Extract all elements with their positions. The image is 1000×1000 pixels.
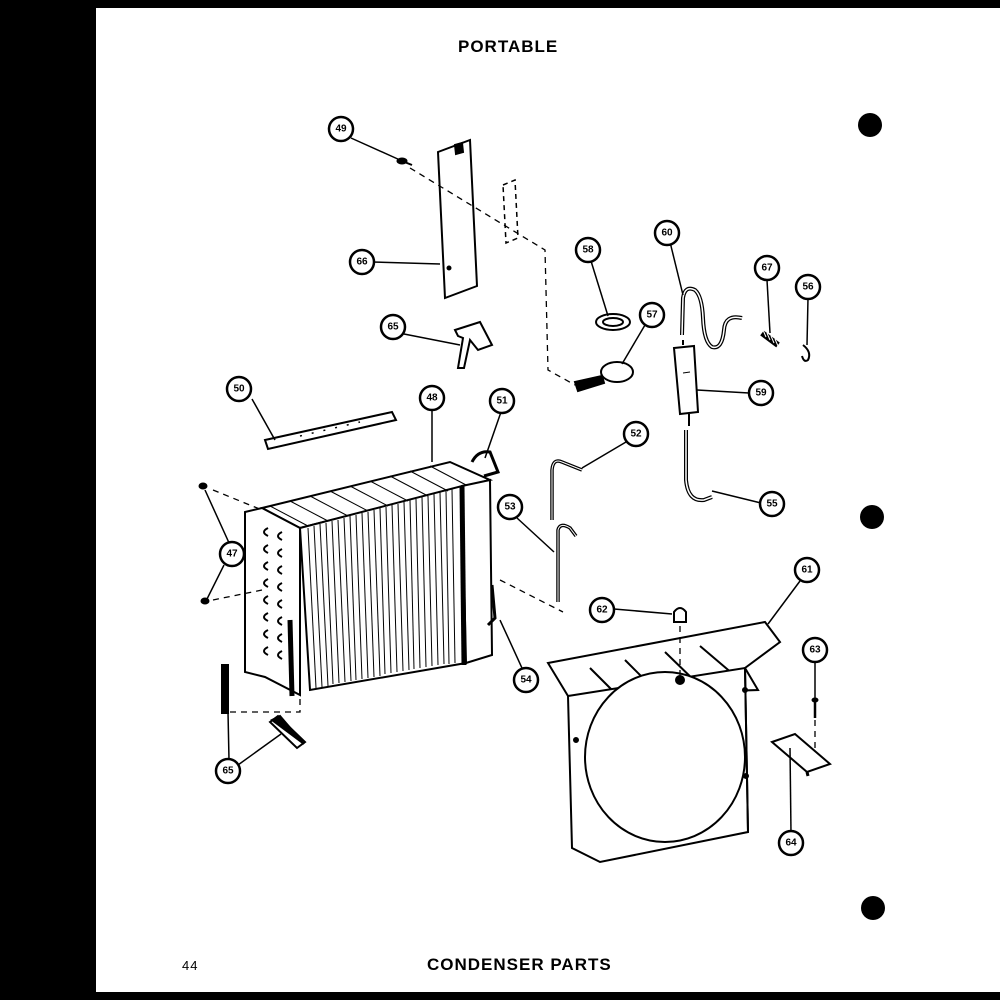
binder-hole <box>861 896 885 920</box>
callout-57: 57 <box>638 301 666 329</box>
alignment-lines <box>212 167 816 752</box>
svg-text:65: 65 <box>222 766 234 777</box>
svg-text:65: 65 <box>387 322 399 333</box>
part-57-clamp <box>573 361 634 393</box>
callout-65-lower: 65 <box>214 757 242 785</box>
svg-text:58: 58 <box>582 245 594 256</box>
callout-60: 60 <box>653 219 681 247</box>
part-60-tube <box>680 286 743 350</box>
part-61-fan-shroud <box>546 620 782 864</box>
callouts: 49 66 65 58 57 60 <box>214 115 829 857</box>
svg-text:57: 57 <box>646 310 658 321</box>
part-48-condenser-coil <box>244 460 494 697</box>
callout-62: 62 <box>588 596 616 624</box>
svg-text:53: 53 <box>504 502 516 513</box>
callout-49: 49 <box>327 115 355 143</box>
part-67-spring <box>760 329 780 348</box>
part-65-bracket-upper <box>453 320 494 369</box>
svg-text:48: 48 <box>426 393 438 404</box>
part-58-ring <box>595 313 631 331</box>
callout-50: 50 <box>225 375 253 403</box>
paper-sheet <box>96 8 1000 992</box>
part-62-plug <box>673 607 687 623</box>
callout-64: 64 <box>777 829 805 857</box>
svg-text:62: 62 <box>596 605 608 616</box>
svg-text:66: 66 <box>356 257 368 268</box>
svg-text:67: 67 <box>761 263 773 274</box>
callout-53: 53 <box>496 493 524 521</box>
callout-65-upper: 65 <box>379 313 407 341</box>
part-59-filter-drier <box>672 340 700 426</box>
part-51-tube <box>470 450 501 478</box>
svg-text:52: 52 <box>630 429 642 440</box>
part-52-tube <box>550 459 583 520</box>
page-title: PORTABLE <box>458 37 559 56</box>
callout-63: 63 <box>801 636 829 664</box>
part-47-screws <box>198 482 210 605</box>
binder-hole <box>860 505 884 529</box>
callout-55: 55 <box>758 490 786 518</box>
svg-text:55: 55 <box>766 499 778 510</box>
svg-text:50: 50 <box>233 384 245 395</box>
svg-text:54: 54 <box>520 675 532 686</box>
part-63-screw <box>811 697 819 718</box>
callout-67: 67 <box>753 254 781 282</box>
page-number: 44 <box>182 958 199 973</box>
callout-48: 48 <box>418 384 446 412</box>
svg-text:47: 47 <box>226 549 238 560</box>
part-64-bracket <box>770 732 832 777</box>
part-65-bracket-lower <box>221 664 307 750</box>
callout-51: 51 <box>488 387 516 415</box>
svg-text:60: 60 <box>661 228 673 239</box>
callout-54: 54 <box>512 666 540 694</box>
svg-text:49: 49 <box>335 124 347 135</box>
part-50-strip <box>263 410 398 451</box>
part-53-tube <box>556 523 578 602</box>
svg-text:51: 51 <box>496 396 508 407</box>
callout-59: 59 <box>747 379 775 407</box>
binder-hole <box>858 113 882 137</box>
callout-61: 61 <box>793 556 821 584</box>
svg-text:64: 64 <box>785 838 797 849</box>
section-title: CONDENSER PARTS <box>427 955 612 974</box>
svg-text:56: 56 <box>802 282 814 293</box>
part-66-panel <box>436 138 519 300</box>
callout-66: 66 <box>348 248 376 276</box>
callout-47: 47 <box>218 540 246 568</box>
callout-58: 58 <box>574 236 602 264</box>
callout-56: 56 <box>794 273 822 301</box>
svg-text:63: 63 <box>809 645 821 656</box>
part-56-clip <box>801 344 811 362</box>
binder-holes <box>858 113 885 920</box>
svg-text:61: 61 <box>801 565 813 576</box>
leader-lines <box>204 137 816 834</box>
callout-52: 52 <box>622 420 650 448</box>
svg-text:59: 59 <box>755 388 767 399</box>
part-55-tube <box>684 430 713 503</box>
part-54-tube <box>486 584 497 627</box>
